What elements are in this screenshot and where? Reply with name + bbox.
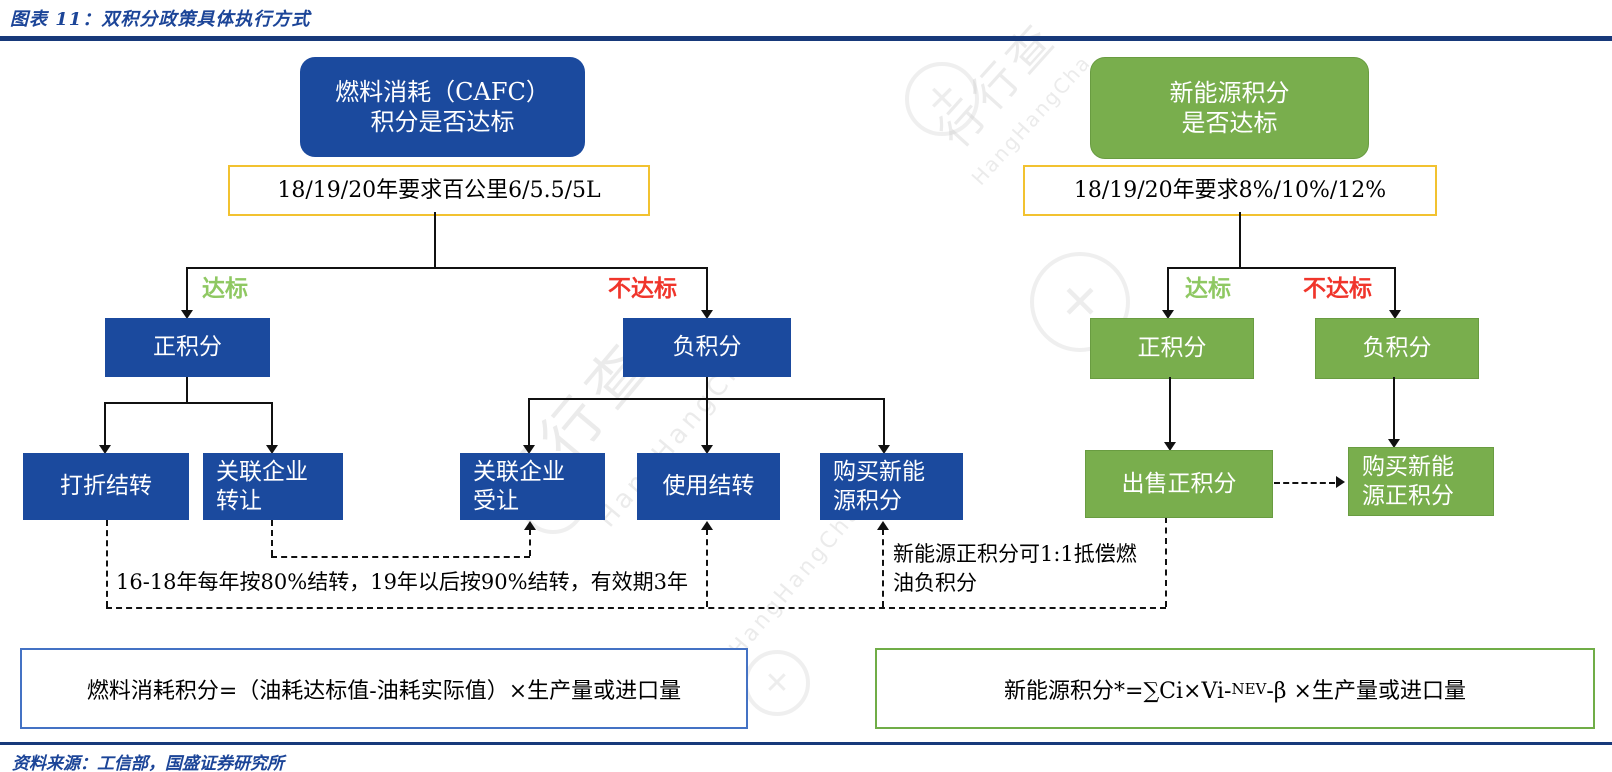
arrowhead	[701, 445, 713, 454]
arrowhead	[701, 521, 713, 530]
cafc-positive-label: 正积分	[153, 334, 222, 361]
arrowhead	[701, 310, 713, 319]
cafc-discount-carryover-box: 打折结转	[23, 453, 189, 520]
dashed-connector	[106, 607, 1166, 609]
connector	[1169, 377, 1171, 443]
bottom-rule	[0, 742, 1612, 745]
connector	[186, 377, 188, 402]
nev-root-box: 新能源积分 是否达标	[1090, 57, 1369, 159]
arrowhead	[181, 310, 193, 319]
nev-sell-positive-box: 出售正积分	[1085, 450, 1273, 518]
cafc-buy-nev-line1: 购买新能	[833, 458, 925, 485]
cafc-buy-nev-credit-box: 购买新能 源积分	[820, 453, 963, 520]
nev-root-line1: 新能源积分	[1169, 79, 1290, 107]
nev-requirement-box: 18/19/20年要求8%/10%/12%	[1023, 165, 1437, 216]
cafc-root-line2: 积分是否达标	[370, 108, 515, 136]
cafc-pass-label: 达标	[202, 275, 248, 302]
arrowhead	[524, 521, 536, 530]
cafc-requirement-text: 18/19/20年要求百公里6/5.5/5L	[277, 177, 601, 203]
dashed-connector	[1274, 482, 1335, 484]
cafc-formula-text: 燃料消耗积分=（油耗达标值-油耗实际值）×生产量或进口量	[86, 678, 682, 704]
cafc-affiliate-transfer-line2: 转让	[216, 487, 262, 514]
connector	[1393, 377, 1395, 440]
connector	[528, 398, 530, 446]
cafc-root-line1: 燃料消耗（CAFC）	[335, 78, 550, 106]
cafc-negative-box: 负积分	[623, 318, 791, 377]
dashed-connector	[1165, 517, 1167, 607]
dashed-connector	[271, 520, 273, 556]
cafc-use-carryover-box: 使用结转	[637, 453, 780, 520]
nev-positive-label: 正积分	[1137, 335, 1207, 362]
connector	[186, 267, 707, 269]
connector	[434, 212, 436, 267]
connector	[706, 377, 708, 398]
arrowhead	[523, 445, 535, 454]
cafc-formula-box: 燃料消耗积分=（油耗达标值-油耗实际值）×生产量或进口量	[20, 648, 748, 729]
cafc-buy-nev-line2: 源积分	[833, 487, 902, 514]
arrowhead	[266, 445, 278, 454]
dashed-connector	[706, 529, 708, 607]
cafc-negative-label: 负积分	[672, 334, 742, 361]
cafc-affiliate-receive-box: 关联企业 受让	[460, 453, 605, 520]
nev-fail-label: 不达标	[1303, 275, 1372, 302]
nev-pass-label: 达标	[1185, 275, 1231, 302]
nev-buy-line2: 源正积分	[1362, 482, 1454, 509]
connector	[706, 267, 708, 311]
figure-title: 图表 11：双积分政策具体执行方式	[10, 9, 311, 30]
nev-sell-positive-label: 出售正积分	[1121, 470, 1237, 497]
cafc-fail-label: 不达标	[608, 275, 677, 302]
cafc-root-box: 燃料消耗（CAFC） 积分是否达标	[300, 57, 585, 157]
nev-requirement-text: 18/19/20年要求8%/10%/12%	[1073, 177, 1387, 203]
arrowhead	[1164, 442, 1176, 451]
nev-negative-box: 负积分	[1315, 318, 1479, 379]
connector	[1239, 212, 1241, 267]
nev-positive-box: 正积分	[1090, 318, 1254, 379]
nev-formula-box: 新能源积分*=∑Ci×Vi-NEV-β ×生产量或进口量	[875, 648, 1595, 729]
connector	[1167, 267, 1395, 269]
nev-buy-line1: 购买新能	[1362, 453, 1454, 480]
cafc-discount-carryover-label: 打折结转	[60, 473, 152, 500]
nev-root-line2: 是否达标	[1181, 109, 1278, 137]
arrowhead	[1389, 310, 1401, 319]
nev-formula-pre: 新能源积分*=∑Ci×Vi-	[1004, 678, 1232, 704]
dashed-connector	[882, 529, 884, 607]
dashed-connector	[529, 529, 531, 556]
source-note: 资料来源：工信部，国盛证券研究所	[12, 754, 284, 772]
connector	[706, 398, 708, 446]
connector	[186, 267, 188, 311]
dashed-connector	[106, 520, 108, 607]
nev-formula-post: -β ×生产量或进口量	[1266, 678, 1466, 704]
connector	[883, 398, 885, 446]
arrowhead	[878, 445, 890, 454]
nev-offset-note: 新能源正积分可1:1抵偿燃 油负积分	[893, 540, 1137, 599]
cafc-carryover-note: 16-18年每年按80%结转，19年以后按90%结转，有效期3年	[116, 570, 688, 594]
cafc-use-carryover-label: 使用结转	[662, 473, 755, 500]
cafc-affiliate-receive-line2: 受让	[473, 487, 519, 514]
nev-offset-note-line1: 新能源正积分可1:1抵偿燃	[893, 542, 1137, 566]
connector	[104, 402, 106, 446]
nev-offset-note-line2: 油负积分	[893, 571, 977, 596]
arrowhead	[1336, 476, 1345, 488]
nev-buy-positive-box: 购买新能 源正积分	[1348, 447, 1494, 516]
dashed-connector	[271, 556, 530, 558]
arrowhead	[99, 445, 111, 454]
cafc-affiliate-receive-line1: 关联企业	[473, 458, 565, 485]
connector	[271, 402, 273, 446]
cafc-affiliate-transfer-box: 关联企业 转让	[203, 453, 343, 520]
arrowhead	[1388, 439, 1400, 448]
cafc-requirement-box: 18/19/20年要求百公里6/5.5/5L	[228, 165, 650, 216]
top-rule	[0, 36, 1612, 41]
connector	[104, 402, 272, 404]
connector	[1394, 267, 1396, 311]
connector	[1167, 267, 1169, 311]
cafc-affiliate-transfer-line1: 关联企业	[216, 458, 308, 485]
cafc-positive-box: 正积分	[105, 318, 270, 377]
arrowhead	[1162, 310, 1174, 319]
arrowhead	[877, 521, 889, 530]
nev-formula-sub: NEV	[1231, 679, 1267, 698]
nev-negative-label: 负积分	[1362, 335, 1432, 362]
